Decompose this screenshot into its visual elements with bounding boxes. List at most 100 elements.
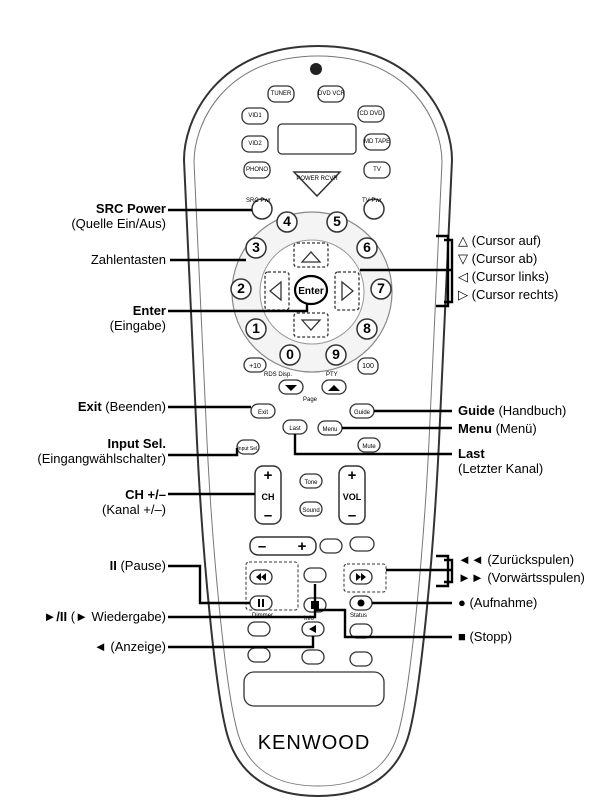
num-6-button[interactable] [356,237,378,259]
pause-desc: (Pause) [116,558,166,573]
tone-button[interactable] [299,473,323,489]
ch-btn-label: CH [261,492,275,502]
num-2-label: 2 [237,280,245,296]
display-sym: ◄ [93,639,107,654]
num-8-button[interactable] [356,318,378,340]
num-7-button[interactable] [370,278,392,300]
tuner-button[interactable] [267,85,295,103]
tone-btn-label: Tone [304,480,318,486]
vol-btn-label: VOL [342,492,362,502]
svg-text:–: – [264,507,272,524]
play-desc: (► Wiedergabe) [67,609,166,624]
cursor-up-callout: △ (Cursor auf) [458,233,541,248]
display-desc: (Anzeige) [106,639,166,654]
tv-button[interactable] [363,161,391,179]
input-title: Input Sel. [107,436,167,451]
forward-callout: ►► (Vorwärtsspulen) [458,570,585,585]
power-rcvr-button[interactable] [292,171,342,198]
plus10-button[interactable] [243,357,267,373]
svg-text:+: + [348,467,357,484]
vid2-label: VID2 [248,141,262,147]
plus10-label: +10 [249,363,261,370]
display-callout: ◄ (Anzeige) [94,639,166,654]
cursor-up-button[interactable] [293,242,329,268]
num-3-label: 3 [252,239,260,255]
num-4-button[interactable] [276,211,298,233]
phono-label: PHONO [245,167,268,173]
mute-button[interactable] [357,437,381,453]
enter-button[interactable] [293,274,329,306]
exit-title: Exit [77,399,102,414]
input-callout: Input Sel. (Eingangwählschalter) [37,436,166,466]
hundred-button[interactable] [357,357,379,375]
adjust-bar[interactable] [249,536,317,556]
md-tape-button[interactable] [363,133,391,151]
leader-stop [315,608,452,639]
play-callout: ►/II (► Wiedergabe) [43,609,166,624]
num-9-button[interactable] [325,344,347,366]
cd-dvd-button[interactable] [357,105,385,123]
guide-callout: Guide (Handbuch) [458,403,566,418]
menu-btn-label: Menu [322,427,338,433]
enter-title: Enter [132,303,166,318]
last-callout: Last (Letzter Kanal) [458,446,543,476]
num-9-label: 9 [332,346,340,362]
sound-btn-label: Sound [302,508,320,514]
play-pause-button[interactable] [303,567,327,583]
vid2-button[interactable] [241,135,269,153]
num-0-button[interactable] [279,344,301,366]
leader-play [168,584,317,619]
src-power-label: SRC Pwr [246,198,271,204]
num-0-label: 0 [286,346,294,362]
exit-desc: (Beenden) [101,399,166,414]
src-power-title: SRC Power [95,201,166,216]
play-sym: ►/II [43,609,68,624]
cursor-left-button[interactable] [264,271,290,311]
record-callout: ● (Aufnahme) [458,595,538,610]
num-1-label: 1 [252,320,260,336]
num-7-label: 7 [377,280,385,296]
tv-power-button[interactable] [363,198,385,220]
power-rcvr-label: POWER RCVR [296,176,338,182]
leader-display [168,636,315,649]
vid1-button[interactable] [241,107,269,125]
tuner-label: TUNER [270,91,292,97]
src-power-desc: (Quelle Ein/Aus) [71,216,166,231]
md-tape-label: MD TAPE [364,139,391,145]
num-4-label: 4 [283,213,291,229]
num-5-label: 5 [333,213,341,229]
cursor-right-button[interactable] [334,271,360,311]
leader-last [293,434,452,456]
lcd-panel [243,671,385,707]
input-sel-btn-label: Input Sel. [237,446,259,452]
exit-button[interactable] [250,403,276,419]
pause-button[interactable] [249,595,273,611]
mode-display [277,123,357,155]
last-btn-label: Last [289,426,301,432]
menu-title: Menu [458,421,492,436]
num-5-button[interactable] [326,211,348,233]
cursor-down-button[interactable] [293,312,329,338]
ir-sensor [310,63,322,75]
vol-rocker[interactable] [338,465,366,525]
tv-label: TV [373,167,381,173]
input-sel-button[interactable] [236,439,260,455]
dimmer-btn-label: Dimmer [252,613,273,619]
rewind-callout: ◄◄ (Zurückspulen) [458,552,575,567]
ch-desc: (Kanal +/–) [102,502,166,517]
brand-logo: KENWOOD [257,732,371,754]
exit-callout: Exit (Beenden) [78,399,166,414]
num-1-button[interactable] [245,318,267,340]
sound-button[interactable] [299,501,323,517]
enter-label: Enter [298,286,324,297]
last-title: Last [458,446,485,461]
vid1-label: VID1 [248,113,262,119]
num-3-button[interactable] [245,237,267,259]
exit-btn-label: Exit [257,410,268,416]
mute-btn-label: Mute [362,444,376,450]
dvd-vcr-button[interactable] [317,85,345,103]
phono-button[interactable] [243,161,271,179]
ch-title: CH +/– [125,487,166,502]
num-2-button[interactable] [230,278,252,300]
